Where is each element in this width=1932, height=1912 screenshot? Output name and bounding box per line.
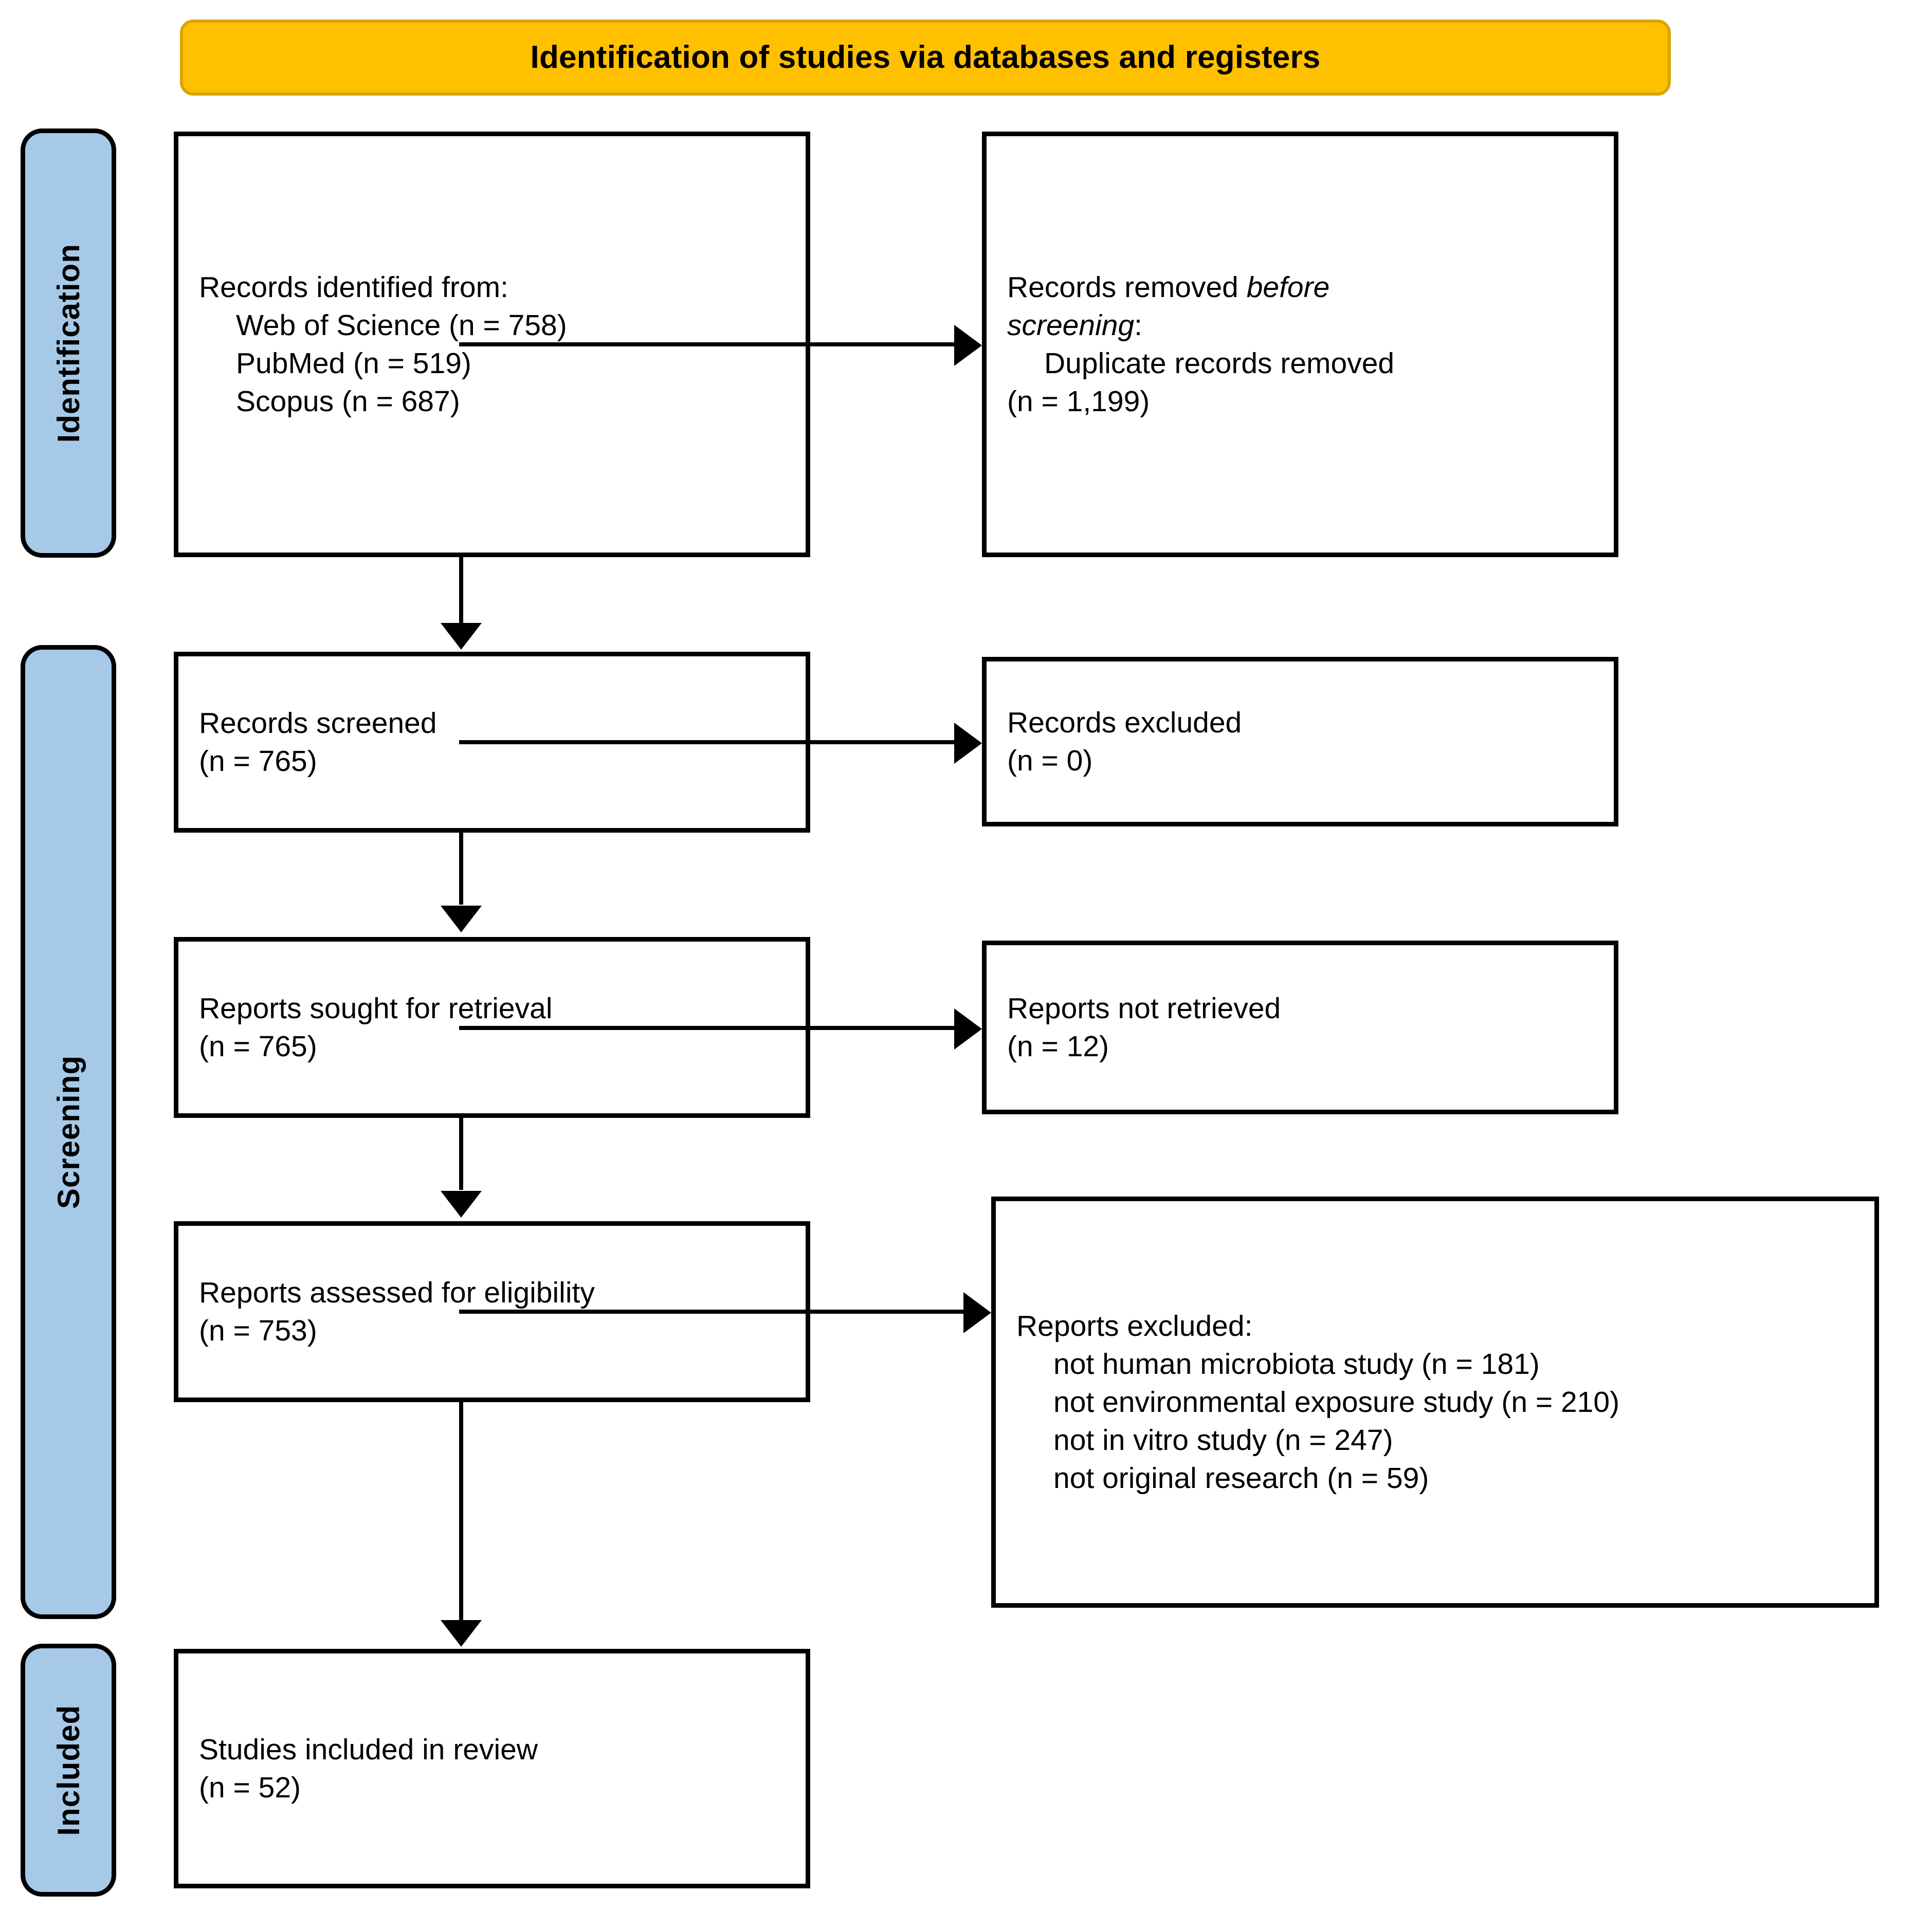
studies-included-label: Studies included in review [199, 1733, 538, 1766]
connector-sought-to-not-retrieved [459, 1026, 965, 1030]
box-reports-excluded: Reports excluded: not human microbiota s… [991, 1197, 1879, 1608]
connector-screened-to-records-excluded [459, 740, 965, 744]
arrowhead-right-to-not-retrieved [954, 1008, 982, 1050]
arrowhead-right-to-reports-excluded [963, 1292, 991, 1333]
box-studies-included-in-review: Studies included in review (n = 52) [174, 1649, 810, 1888]
connector-screened-to-sought [459, 833, 463, 905]
reports-excluded-reason-not-in-vitro: not in vitro study (n = 247) [1053, 1424, 1393, 1457]
connector-assessed-to-included [459, 1402, 463, 1620]
reports-not-retrieved-count: (n = 12) [1007, 1030, 1109, 1063]
box-reports-not-retrieved: Reports not retrieved (n = 12) [982, 941, 1618, 1114]
diagram-title: Identification of studies via databases … [530, 39, 1321, 75]
stage-tab-included-label: Included [51, 1704, 86, 1836]
reports-sought-count: (n = 765) [199, 1030, 317, 1063]
arrowhead-down-to-assessed [441, 1191, 482, 1218]
stage-tab-identification: Identification [21, 128, 116, 558]
records-identified-web-of-science: Web of Science (n = 758) [236, 308, 567, 342]
box-records-removed-before-screening: Records removed before screening: Duplic… [982, 132, 1618, 557]
connector-assessed-to-reports-excluded [459, 1310, 975, 1314]
records-identified-pubmed: PubMed (n = 519) [236, 347, 471, 380]
reports-assessed-count: (n = 753) [199, 1314, 317, 1347]
studies-included-count: (n = 52) [199, 1771, 301, 1804]
records-screened-count: (n = 765) [199, 745, 317, 778]
reports-excluded-heading: Reports excluded: [1016, 1309, 1253, 1343]
records-removed-duplicates-count: (n = 1,199) [1007, 385, 1150, 418]
reports-excluded-reason-not-original-research: not original research (n = 59) [1053, 1462, 1429, 1495]
records-identified-scopus: Scopus (n = 687) [236, 385, 460, 418]
records-excluded-label: Records excluded [1007, 706, 1242, 739]
arrowhead-right-to-records-excluded [954, 723, 982, 764]
records-screened-label: Records screened [199, 706, 437, 740]
connector-identified-to-removed [459, 342, 965, 346]
stage-tab-included: Included [21, 1644, 116, 1897]
diagram-header-banner: Identification of studies via databases … [180, 20, 1671, 96]
arrowhead-down-to-sought [441, 906, 482, 932]
reports-excluded-reason-not-environmental-exposure: not environmental exposure study (n = 21… [1053, 1385, 1620, 1419]
records-removed-heading-line1: Records removed before [1007, 270, 1330, 304]
arrowhead-right-to-removed [954, 325, 982, 366]
reports-sought-label: Reports sought for retrieval [199, 991, 553, 1025]
connector-identified-to-screened [459, 557, 463, 625]
stage-tab-screening-label: Screening [51, 1055, 86, 1209]
arrowhead-down-to-included [441, 1620, 482, 1647]
reports-not-retrieved-label: Reports not retrieved [1007, 991, 1281, 1025]
records-removed-duplicates-label: Duplicate records removed [1044, 347, 1395, 380]
records-identified-heading: Records identified from: [199, 270, 508, 304]
connector-sought-to-assessed [459, 1118, 463, 1190]
records-removed-heading-line2: screening: [1007, 308, 1142, 342]
box-records-excluded: Records excluded (n = 0) [982, 657, 1618, 826]
records-excluded-count: (n = 0) [1007, 744, 1093, 777]
stage-tab-identification-label: Identification [51, 243, 86, 443]
arrowhead-down-to-screened [441, 623, 482, 650]
reports-excluded-reason-not-human-microbiota: not human microbiota study (n = 181) [1053, 1347, 1540, 1381]
stage-tab-screening: Screening [21, 645, 116, 1619]
reports-assessed-label: Reports assessed for eligibility [199, 1276, 595, 1309]
